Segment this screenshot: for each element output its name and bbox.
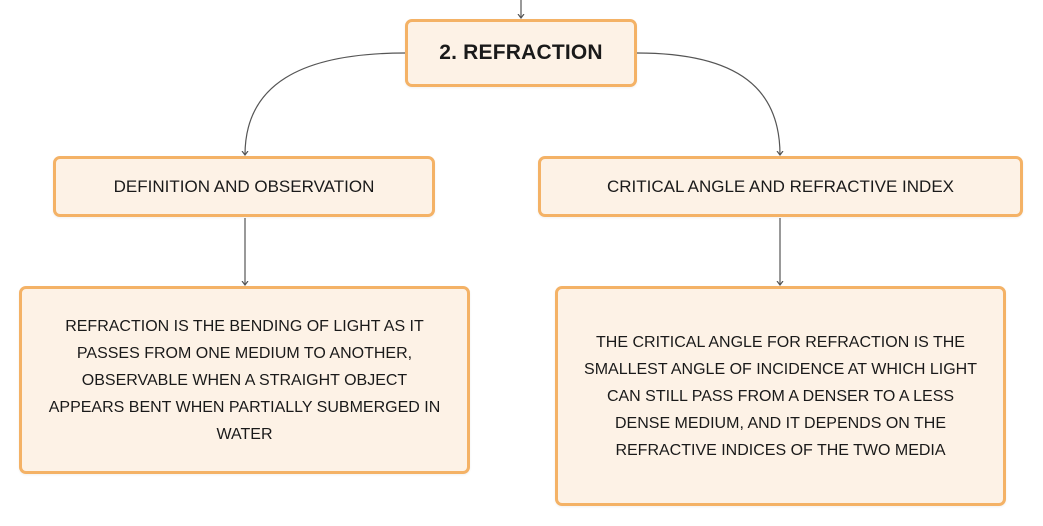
detail-node-definition[interactable]: REFRACTION IS THE BENDING OF LIGHT AS IT… [19, 286, 470, 474]
branch-node-critical-angle[interactable]: CRITICAL ANGLE AND REFRACTIVE INDEX [538, 156, 1023, 217]
root-node-refraction[interactable]: 2. REFRACTION [405, 19, 637, 87]
detail-node-text: REFRACTION IS THE BENDING OF LIGHT AS IT… [48, 317, 441, 443]
connector-root-to-definition [245, 52, 406, 155]
connector-root-to-critical-angle [636, 52, 780, 155]
branch-node-label: DEFINITION AND OBSERVATION [113, 176, 375, 196]
branch-node-definition-observation[interactable]: DEFINITION AND OBSERVATION [53, 156, 435, 217]
branch-node-label: CRITICAL ANGLE AND REFRACTIVE INDEX [607, 176, 954, 196]
detail-node-text: THE CRITICAL ANGLE FOR REFRACTION IS THE… [584, 333, 977, 459]
detail-node-critical-angle[interactable]: THE CRITICAL ANGLE FOR REFRACTION IS THE… [555, 286, 1006, 506]
root-node-title: 2. REFRACTION [439, 41, 603, 64]
